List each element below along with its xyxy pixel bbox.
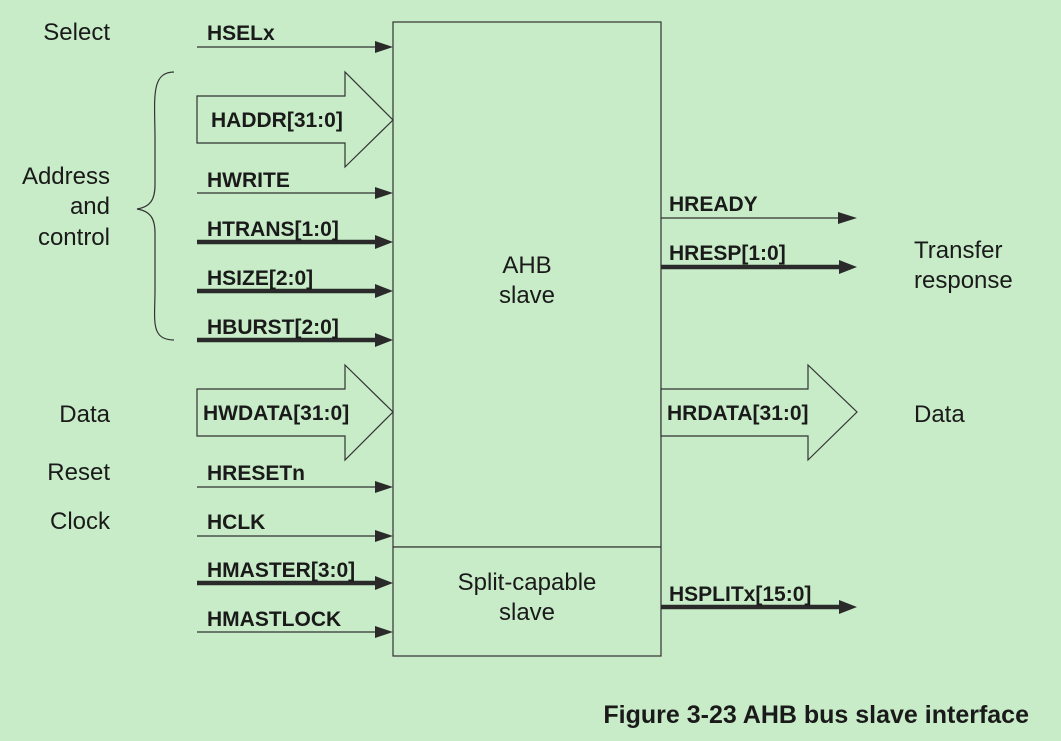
hsplitx-arrowhead xyxy=(839,600,857,614)
hmastlock-arrowhead xyxy=(375,626,393,638)
hresp-arrowhead xyxy=(839,260,857,274)
hmaster-arrowhead xyxy=(375,576,393,590)
hwrite-arrowhead xyxy=(375,187,393,199)
address-control-label-line1: Address xyxy=(22,163,110,190)
hwdata-bus-arrow xyxy=(196,363,394,462)
hmastlock-label: HMASTLOCK xyxy=(207,608,341,631)
hresetn-label: HRESETn xyxy=(207,462,305,485)
hrdata-label: HRDATA[31:0] xyxy=(667,402,809,425)
htrans-label: HTRANS[1:0] xyxy=(207,218,339,241)
hclk-label: HCLK xyxy=(207,511,265,534)
hwdata-label: HWDATA[31:0] xyxy=(203,402,349,425)
reset-group-label: Reset xyxy=(47,459,110,486)
hwrite-label: HWRITE xyxy=(207,169,290,192)
figure-caption: Figure 3-23 AHB bus slave interface xyxy=(603,701,1029,729)
address-control-brace xyxy=(136,71,175,341)
hsize-label: HSIZE[2:0] xyxy=(207,267,313,290)
transfer-response-label-line2: response xyxy=(914,267,1013,294)
clock-group-label: Clock xyxy=(50,508,111,535)
ahb-slave-block xyxy=(392,21,662,548)
hselx-arrowhead xyxy=(375,41,393,53)
htrans-arrowhead xyxy=(375,235,393,249)
hready-arrowhead xyxy=(838,212,857,224)
split-capable-slave-block xyxy=(392,546,662,657)
data-in-group-label: Data xyxy=(59,401,110,428)
hburst-label: HBURST[2:0] xyxy=(207,316,339,339)
hsize-arrowhead xyxy=(375,284,393,298)
data-out-group-label: Data xyxy=(914,401,965,428)
split-slave-label-line1: Split-capable xyxy=(458,569,597,596)
select-group-label: Select xyxy=(43,19,110,46)
hselx-label: HSELx xyxy=(207,22,275,45)
hready-label: HREADY xyxy=(669,193,758,216)
ahb-slave-label-line2: slave xyxy=(499,282,555,309)
address-control-label-line3: control xyxy=(38,224,110,251)
ahb-slave-label-line1: AHB xyxy=(502,252,551,279)
hclk-arrowhead xyxy=(375,530,393,542)
split-slave-label-line2: slave xyxy=(499,599,555,626)
transfer-response-label-line1: Transfer xyxy=(914,237,1002,264)
hsplitx-label: HSPLITx[15:0] xyxy=(669,583,811,606)
haddr-bus-arrow xyxy=(196,70,394,169)
hmaster-label: HMASTER[3:0] xyxy=(207,559,355,582)
hrdata-bus-arrow xyxy=(660,363,858,462)
hresp-label: HRESP[1:0] xyxy=(669,242,786,265)
haddr-label: HADDR[31:0] xyxy=(211,109,343,132)
address-control-label-line2: and xyxy=(70,193,110,220)
hburst-arrowhead xyxy=(375,333,393,347)
hresetn-arrowhead xyxy=(375,481,393,493)
